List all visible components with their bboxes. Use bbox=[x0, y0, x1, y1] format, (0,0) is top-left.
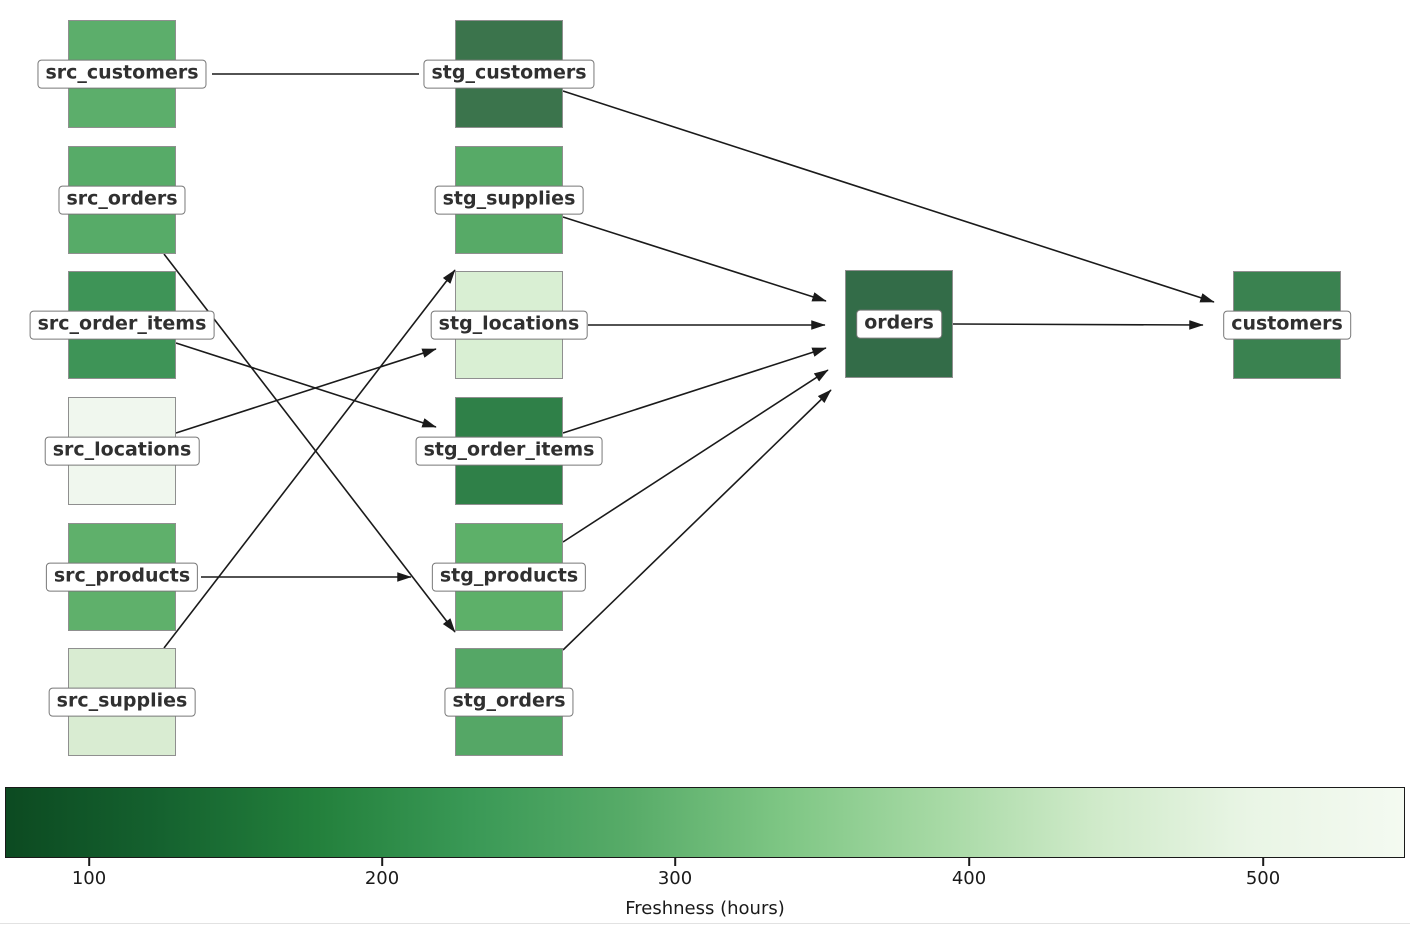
node-label-stg_supplies: stg_supplies bbox=[434, 185, 584, 215]
node-label-src_products: src_products bbox=[45, 562, 199, 592]
node-label-src_locations: src_locations bbox=[44, 436, 200, 466]
node-label-customers: customers bbox=[1223, 310, 1351, 340]
colorbar-tick-200 bbox=[381, 858, 383, 866]
colorbar-tick-100 bbox=[88, 858, 90, 866]
edge-src_locations-to-stg_locations bbox=[175, 348, 437, 434]
node-label-src_supplies: src_supplies bbox=[48, 687, 196, 717]
colorbar-tick-label-100: 100 bbox=[71, 868, 107, 889]
edge-stg_orders-to-orders bbox=[562, 389, 832, 651]
edge-orders-to-customers bbox=[952, 320, 1204, 330]
node-label-src_customers: src_customers bbox=[37, 59, 207, 89]
colorbar-tick-300 bbox=[674, 858, 676, 866]
node-label-src_orders: src_orders bbox=[58, 185, 186, 215]
edge-stg_order_items-to-orders bbox=[562, 347, 827, 434]
node-label-orders: orders bbox=[856, 309, 942, 339]
colorbar-tick-500 bbox=[1262, 858, 1264, 866]
node-label-stg_orders: stg_orders bbox=[444, 687, 574, 717]
edge-src_supplies-to-stg_supplies bbox=[163, 269, 456, 649]
colorbar-tick-400 bbox=[968, 858, 970, 866]
edge-stg_customers-to-customers bbox=[562, 90, 1215, 303]
freshness-colorbar bbox=[5, 787, 1405, 858]
colorbar-tick-label-300: 300 bbox=[657, 868, 693, 889]
node-label-stg_order_items: stg_order_items bbox=[415, 436, 603, 466]
edge-src_order_items-to-stg_order_items bbox=[175, 342, 437, 428]
colorbar-tick-label-500: 500 bbox=[1245, 868, 1281, 889]
edge-stg_products-to-orders bbox=[562, 369, 829, 543]
node-label-stg_locations: stg_locations bbox=[430, 310, 588, 340]
edge-stg_supplies-to-orders bbox=[562, 216, 827, 302]
colorbar-axis-label: Freshness (hours) bbox=[625, 898, 785, 919]
node-label-stg_products: stg_products bbox=[431, 562, 587, 592]
colorbar-tick-label-200: 200 bbox=[364, 868, 400, 889]
figure-bottom-rule bbox=[0, 923, 1410, 924]
node-label-src_order_items: src_order_items bbox=[29, 310, 215, 340]
colorbar-tick-label-400: 400 bbox=[951, 868, 987, 889]
node-label-stg_customers: stg_customers bbox=[423, 59, 595, 89]
